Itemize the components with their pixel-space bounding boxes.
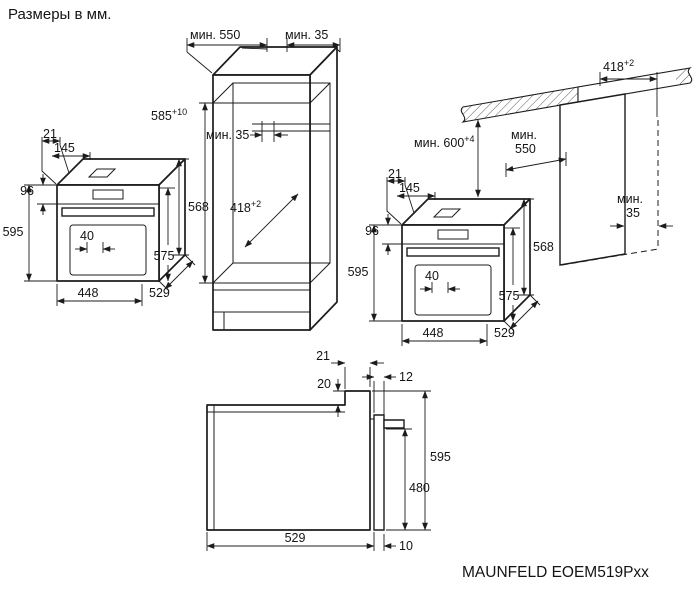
dim-counter-depth-min: мин. 550 [505, 128, 567, 177]
side-panel [559, 93, 626, 266]
drawing-under-counter: 418+2 мин. 600+4 мин. 550 мин. 35 [414, 58, 693, 266]
niche-depth-edges [212, 82, 331, 284]
niche-height-label: 585+10 [151, 107, 187, 123]
door-glass-height-label: 480 [409, 481, 430, 495]
vent-gap-min-label: мин. 35 [206, 128, 249, 142]
cabinet-body [212, 46, 338, 331]
dim-bottom-gap: 10 [383, 534, 413, 553]
drawing-tall-cabinet: мин. 550 мин. 35 585+10 мин. 35 418+2 [151, 28, 341, 331]
worktop-break-hatch [676, 68, 692, 86]
cabinet-front-face [212, 74, 311, 331]
oven-under-counter [348, 167, 554, 346]
niche-height-uc-label: мин. 600+4 [414, 134, 475, 150]
back-gap-min-label-1: мин. [617, 192, 643, 206]
niche-top-shelf [252, 123, 330, 132]
side-handle [383, 419, 405, 429]
dim-fascia-height: 20 [317, 377, 345, 417]
fascia-height-label: 20 [317, 377, 331, 391]
niche-depth-uc-label: 418+2 [603, 58, 634, 74]
dim-cabinet-depth-min: мин. 550 [186, 28, 268, 74]
cabinet-depth-min-label: мин. 550 [190, 28, 240, 42]
worktop-section [460, 67, 693, 123]
dim-fascia-depth: 21 [316, 349, 384, 389]
dim-back-gap-min: мин. 35 [610, 192, 673, 229]
dim-niche-depth: 418+2 [230, 193, 299, 248]
model-label: MAUNFELD EOEM519Pxx [462, 564, 649, 581]
drawing-side-view: 21 20 12 595 480 529 [206, 349, 451, 553]
side-height-label: 595 [430, 450, 451, 464]
worktop-cut-left [460, 86, 579, 123]
dim-vent-gap-min: мин. 35 [206, 121, 288, 142]
dim-niche-height: 585+10 [151, 102, 213, 284]
bottom-gap-label: 10 [399, 539, 413, 553]
door-thickness-label: 12 [399, 370, 413, 384]
dim-niche-height-uc: мин. 600+4 [414, 119, 481, 198]
oven-in-tall-cabinet [3, 127, 209, 306]
niche-depth-label: 418+2 [230, 199, 261, 215]
fascia-depth-label: 21 [316, 349, 330, 363]
side-door [373, 414, 385, 531]
back-gap-min-label-2: 35 [626, 206, 640, 220]
counter-depth-min-label-2: 550 [515, 142, 536, 156]
side-depth-label: 529 [285, 531, 306, 545]
dim-niche-depth-uc: 418+2 [599, 58, 658, 117]
side-inner-lines [207, 405, 345, 530]
dim-door-thickness: 12 [362, 370, 413, 416]
dim-side-depth: 529 [206, 531, 375, 551]
cabinet-front-lines [213, 102, 310, 330]
hidden-floor-edge [561, 248, 659, 266]
counter-depth-min-label-1: мин. [511, 128, 537, 142]
dim-top-gap-min: мин. 35 [285, 28, 341, 53]
dim-side-height: 595 [372, 390, 451, 531]
dim-door-glass-height: 480 [386, 428, 430, 531]
worktop-cut-right [577, 67, 693, 103]
top-gap-min-label: мин. 35 [285, 28, 328, 42]
page-title: Размеры в мм. [8, 6, 111, 23]
